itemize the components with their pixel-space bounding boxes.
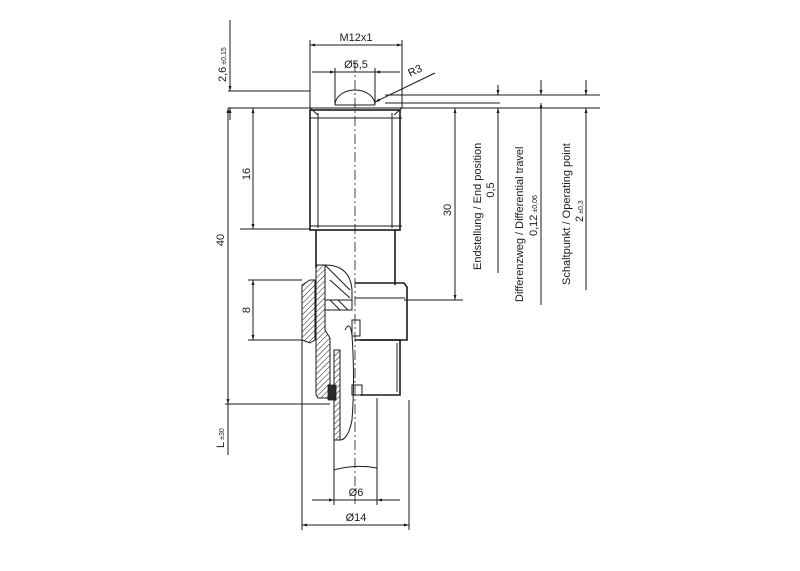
dim-operating-point: Schaltpunkt / Operating point 2±0,3 (561, 80, 588, 290)
dim-housing-diameter: Ø14 (301, 340, 410, 530)
body-to-end-label: 30 (442, 204, 454, 216)
body-length-label: 40 (215, 234, 227, 246)
dim-plunger-height: 2,6±0,15 (217, 20, 232, 120)
dim-cable-length: L±30 (215, 404, 229, 455)
dim-ball-diameter: Ø5,5 (312, 59, 400, 105)
nut (355, 282, 408, 396)
end-position-value: 0,5 (485, 182, 497, 197)
cable-diameter-label: Ø6 (349, 487, 364, 499)
dim-body-to-end: 30 (442, 108, 457, 300)
dim-end-position: Endstellung / End position 0,5 (472, 85, 500, 273)
cable-length-label: L±30 (215, 428, 227, 448)
operating-point-label: Schaltpunkt / Operating point (561, 143, 573, 285)
thread-label: M12x1 (339, 32, 372, 44)
dim-differential-travel: Differenzweg / Differential travel 0,12±… (514, 80, 543, 305)
dim-nut-width: 8 (241, 280, 255, 340)
dim-radius: R3 (374, 63, 436, 103)
dim-body-length: 40 (215, 108, 230, 404)
differential-travel-value: 0,12±0,06 (528, 195, 540, 236)
end-position-label: Endstellung / End position (472, 143, 484, 270)
dim-cable-diameter: Ø6 (312, 470, 400, 505)
plunger-ball (334, 89, 376, 106)
cable (333, 398, 378, 471)
ball-diameter-label: Ø5,5 (344, 59, 368, 71)
differential-travel-label: Differenzweg / Differential travel (514, 147, 526, 303)
operating-point-value: 2±0,3 (574, 200, 586, 222)
lower-shank (315, 230, 396, 285)
section-view (301, 264, 363, 441)
dim-thread: M12x1 (309, 32, 403, 108)
plunger-height-label: 2,6±0,15 (217, 47, 229, 82)
housing-diameter-label: Ø14 (346, 512, 367, 524)
dim-thread-length: 16 (241, 108, 255, 229)
radius-label: R3 (406, 63, 424, 80)
thread-length-label: 16 (241, 168, 253, 180)
threaded-body (309, 107, 403, 231)
nut-width-label: 8 (241, 307, 253, 313)
